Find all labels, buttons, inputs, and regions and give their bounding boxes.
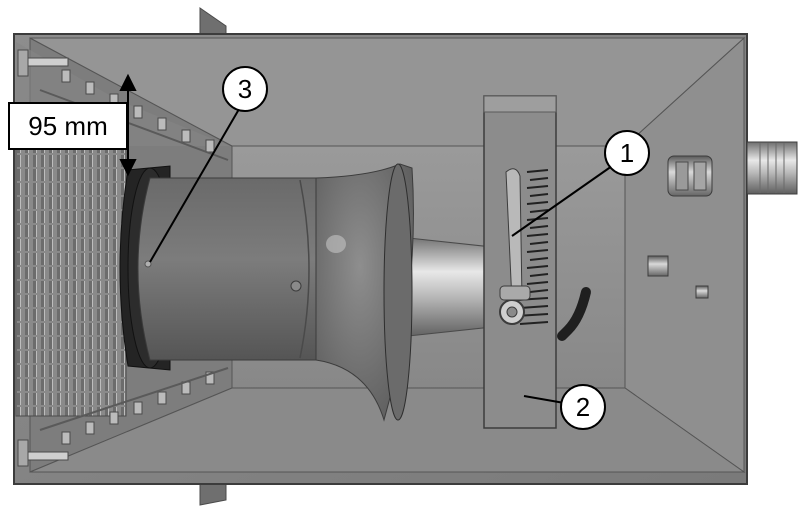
- callout-1: 1: [604, 130, 650, 176]
- dimension-label: 95 mm: [8, 102, 128, 150]
- callout-2: 2: [560, 384, 606, 430]
- callout-3: 3: [222, 66, 268, 112]
